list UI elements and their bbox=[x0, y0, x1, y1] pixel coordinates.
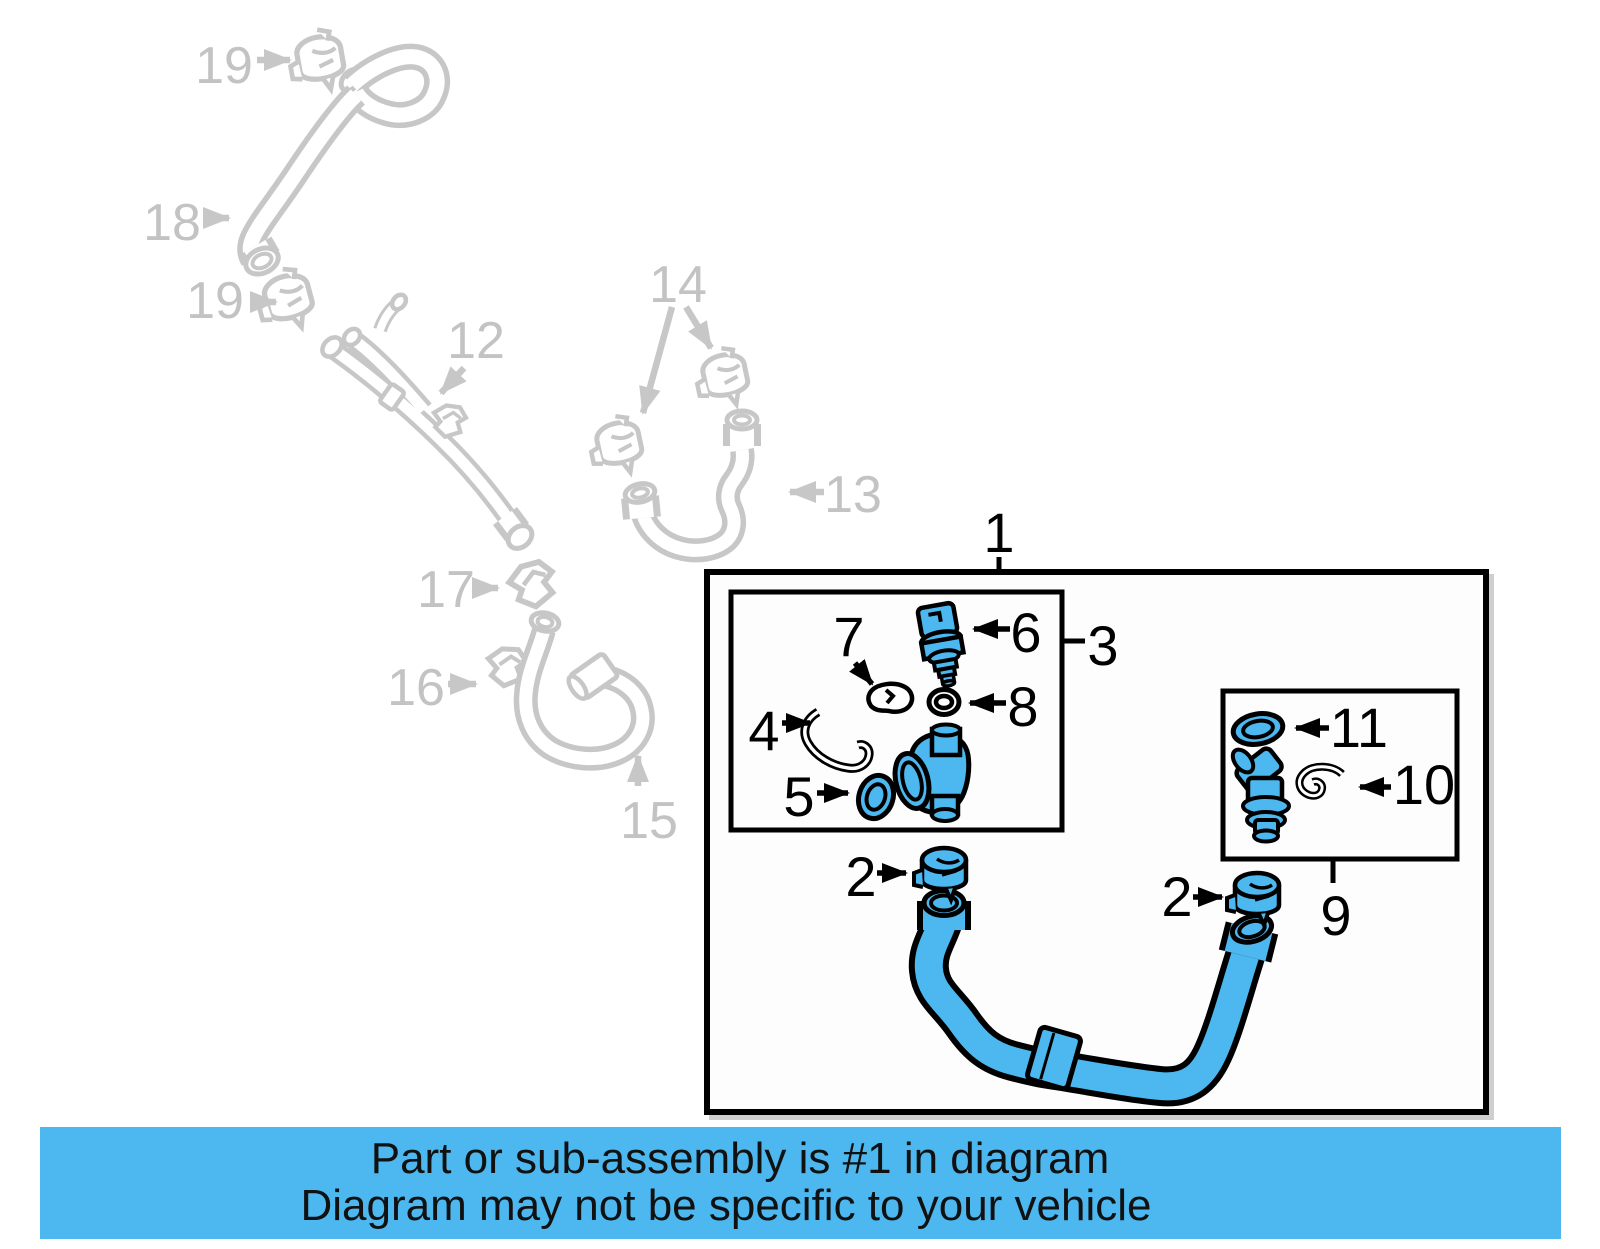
callout-9: 9 bbox=[1320, 884, 1351, 947]
banner-line-2: Diagram may not be specific to your vehi… bbox=[300, 1181, 1151, 1230]
faded-hose-13 bbox=[621, 408, 761, 563]
callout-1: 1 bbox=[983, 501, 1014, 564]
main-assembly-box bbox=[704, 569, 1489, 1115]
main-assembly-group: 1 3 6 7 8 bbox=[704, 501, 1494, 1120]
faded-clamp-14-right bbox=[691, 344, 752, 411]
banner-line-1: Part or sub-assembly is #1 in diagram bbox=[371, 1134, 1110, 1183]
callout-8: 8 bbox=[1007, 675, 1038, 738]
arrow-12 bbox=[438, 365, 467, 396]
arrow-14-right bbox=[683, 305, 714, 350]
callout-12: 12 bbox=[447, 312, 505, 370]
washer-part-8 bbox=[926, 687, 962, 717]
banner-background bbox=[40, 1127, 1561, 1239]
faded-clip-17 bbox=[507, 560, 556, 609]
callout-17: 17 bbox=[417, 561, 475, 619]
faded-hose-15 bbox=[513, 610, 655, 771]
callout-4: 4 bbox=[748, 699, 779, 762]
callout-3: 3 bbox=[1087, 614, 1118, 677]
callout-5: 5 bbox=[783, 765, 814, 828]
callout-2-right: 2 bbox=[1161, 865, 1192, 928]
arrow-7 bbox=[849, 659, 875, 686]
callout-11: 11 bbox=[1330, 696, 1388, 759]
info-banner: Part or sub-assembly is #1 in diagram Di… bbox=[40, 1127, 1561, 1239]
faded-pipe-12 bbox=[320, 292, 535, 551]
faded-hose-18 bbox=[237, 43, 451, 277]
faded-clamp-14-left bbox=[585, 412, 646, 479]
callout-7: 7 bbox=[833, 605, 864, 668]
arrow-14-left bbox=[639, 306, 676, 415]
sub-assembly-box-3 bbox=[728, 589, 1065, 833]
callout-13: 13 bbox=[824, 466, 882, 524]
callout-14: 14 bbox=[649, 256, 707, 314]
thermostat-housing bbox=[892, 722, 972, 823]
callout-15: 15 bbox=[620, 792, 678, 850]
clip-part-7 bbox=[866, 681, 915, 714]
callout-10: 10 bbox=[1393, 753, 1455, 816]
callout-19-bottom: 19 bbox=[186, 272, 244, 330]
hose-sleeve bbox=[1025, 1024, 1083, 1092]
sensor-part-6 bbox=[915, 600, 967, 688]
oring-part-5 bbox=[855, 772, 897, 822]
callout-16: 16 bbox=[387, 659, 445, 717]
callout-18: 18 bbox=[143, 194, 201, 252]
callout-2-left: 2 bbox=[845, 845, 876, 908]
connector-fitting-9 bbox=[1230, 746, 1291, 844]
callout-19-top: 19 bbox=[195, 37, 253, 95]
sub-assembly-box-9 bbox=[1220, 688, 1460, 862]
oring-part-11 bbox=[1230, 711, 1286, 747]
faded-parts-layer: 19 18 19 12 14 13 17 16 15 bbox=[143, 26, 882, 850]
hose-assembly-1 bbox=[908, 888, 1279, 1107]
callout-6: 6 bbox=[1010, 601, 1041, 664]
faded-clamp-19-top bbox=[285, 26, 347, 95]
clip-part-10 bbox=[1295, 762, 1345, 800]
